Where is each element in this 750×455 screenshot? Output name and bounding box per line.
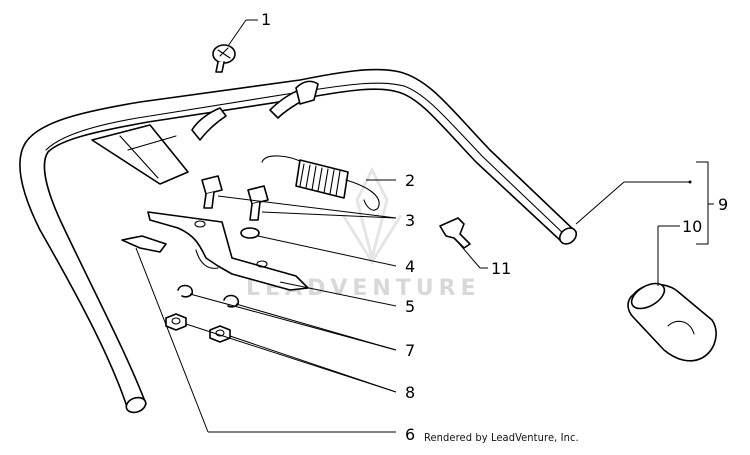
part-clips bbox=[177, 284, 240, 308]
callout-4: 4 bbox=[405, 257, 415, 276]
callout-11: 11 bbox=[491, 259, 511, 278]
watermark-logo bbox=[341, 166, 403, 265]
callout-8: 8 bbox=[405, 383, 415, 402]
callout-9: 9 bbox=[718, 195, 728, 214]
callout-1: 1 bbox=[261, 10, 271, 29]
part-knob bbox=[212, 44, 236, 73]
credit-text: Rendered by LeadVenture, Inc. bbox=[424, 431, 579, 444]
handle-bar bbox=[19, 68, 578, 414]
part-bracket-plate bbox=[147, 211, 309, 291]
leader-lines bbox=[135, 19, 714, 433]
callout-10: 10 bbox=[682, 217, 702, 236]
part-clip-11 bbox=[439, 217, 471, 249]
callout-5: 5 bbox=[405, 297, 415, 316]
part-grip bbox=[627, 282, 717, 362]
callout-7: 7 bbox=[405, 341, 415, 360]
callout-3: 3 bbox=[405, 211, 415, 230]
callout-6: 6 bbox=[405, 425, 415, 444]
part-washer bbox=[240, 227, 260, 239]
part-bolts bbox=[201, 175, 269, 221]
part-small-plate bbox=[121, 235, 167, 253]
callout-2: 2 bbox=[405, 171, 415, 190]
part-spring bbox=[261, 155, 380, 211]
